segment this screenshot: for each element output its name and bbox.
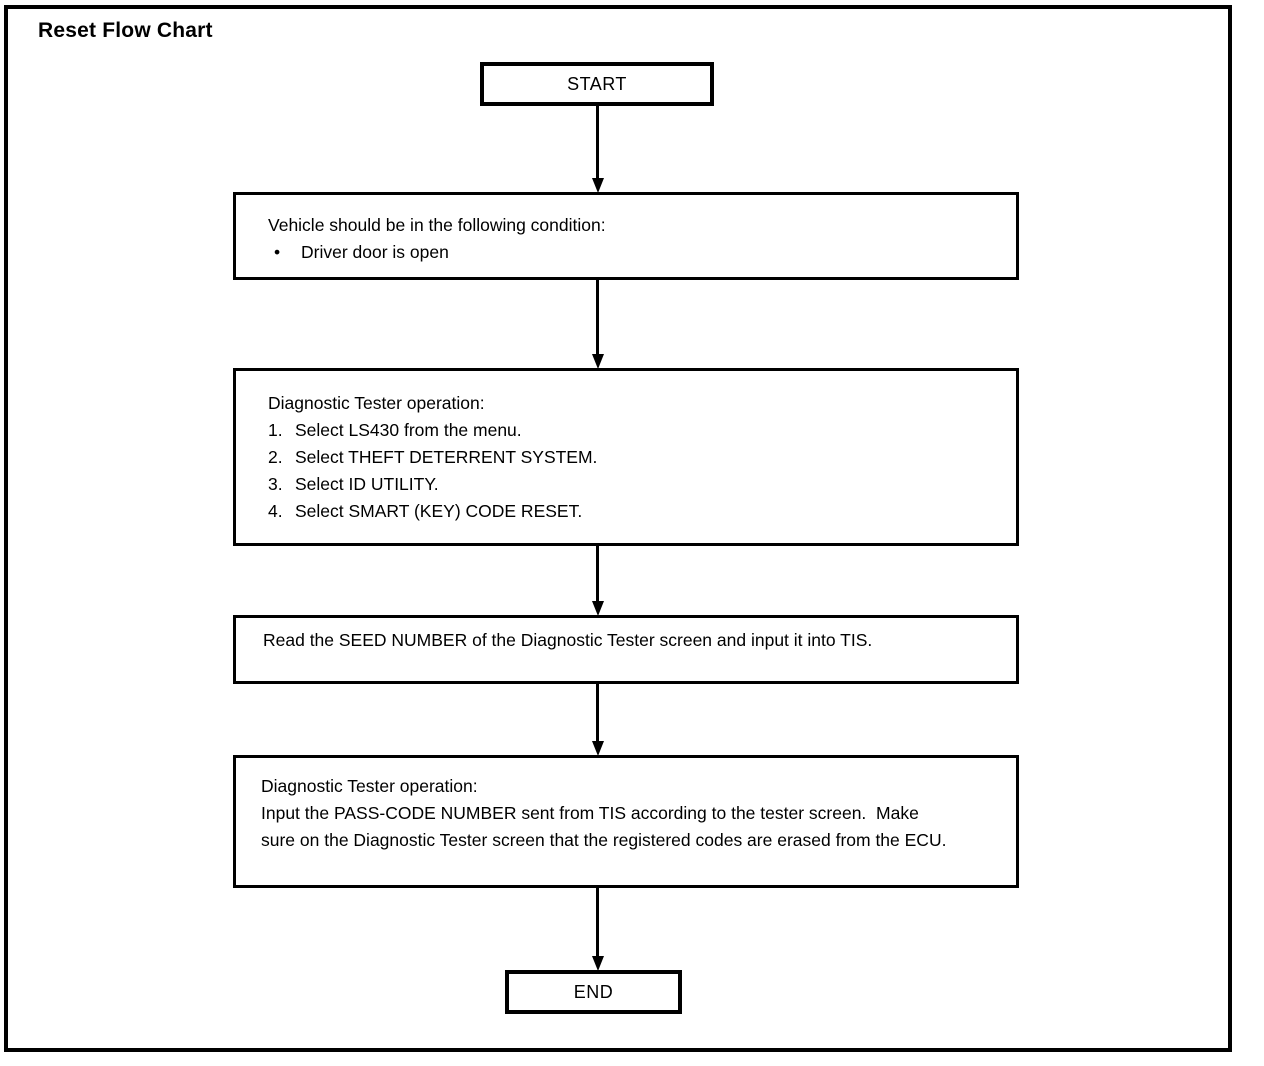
arrow-head-icon: [592, 601, 604, 616]
arrow-head-icon: [592, 178, 604, 193]
arrow-shaft: [596, 683, 599, 744]
pass-code-text: Input the PASS-CODE NUMBER sent from TIS…: [261, 803, 947, 850]
flow-node-end: END: [505, 970, 682, 1014]
arrow-shaft: [596, 105, 599, 181]
bullet-icon: •: [274, 242, 281, 262]
step-text: Select THEFT DETERRENT SYSTEM.: [295, 447, 598, 467]
step-number: 3.: [268, 474, 283, 494]
chart-title: Reset Flow Chart: [38, 19, 213, 42]
flow-arrow-menu-to-seed: [591, 544, 605, 616]
seed-number-text: Read the SEED NUMBER of the Diagnostic T…: [263, 630, 873, 650]
flow-arrow-start-to-condition: [591, 105, 605, 193]
step-number: 2.: [268, 447, 283, 467]
step-text: Select LS430 from the menu.: [295, 420, 522, 440]
tester-select-heading: Diagnostic Tester operation:: [268, 393, 485, 413]
flow-node-vehicle-condition: Vehicle should be in the following condi…: [233, 192, 1019, 280]
flow-node-tester-select: Diagnostic Tester operation: 1. Select L…: [233, 368, 1019, 546]
condition-heading: Vehicle should be in the following condi…: [268, 215, 606, 235]
flow-node-seed-number: Read the SEED NUMBER of the Diagnostic T…: [233, 615, 1019, 684]
arrow-shaft: [596, 279, 599, 357]
flow-arrow-passcode-to-end: [591, 887, 605, 971]
flow-arrow-seed-to-passcode: [591, 683, 605, 756]
arrow-shaft: [596, 887, 599, 959]
step-text: Select SMART (KEY) CODE RESET.: [295, 501, 583, 521]
start-label: START: [567, 73, 627, 94]
step-text: Select ID UTILITY.: [295, 474, 439, 494]
condition-bullet-row: • Driver door is open: [274, 239, 976, 266]
pass-code-heading: Diagnostic Tester operation:: [261, 776, 478, 796]
flow-arrow-condition-to-menu: [591, 279, 605, 369]
arrow-shaft: [596, 544, 599, 604]
arrow-head-icon: [592, 354, 604, 369]
tester-select-step: 4. Select SMART (KEY) CODE RESET.: [268, 498, 976, 525]
arrow-head-icon: [592, 741, 604, 756]
flow-node-start: START: [480, 62, 714, 106]
tester-select-step: 1. Select LS430 from the menu.: [268, 417, 976, 444]
step-number: 4.: [268, 501, 283, 521]
flow-node-pass-code: Diagnostic Tester operation: Input the P…: [233, 755, 1019, 888]
step-number: 1.: [268, 420, 283, 440]
condition-bullet-text: Driver door is open: [301, 242, 449, 262]
tester-select-step: 2. Select THEFT DETERRENT SYSTEM.: [268, 444, 976, 471]
tester-select-step: 3. Select ID UTILITY.: [268, 471, 976, 498]
arrow-head-icon: [592, 956, 604, 971]
end-label: END: [573, 981, 614, 1002]
